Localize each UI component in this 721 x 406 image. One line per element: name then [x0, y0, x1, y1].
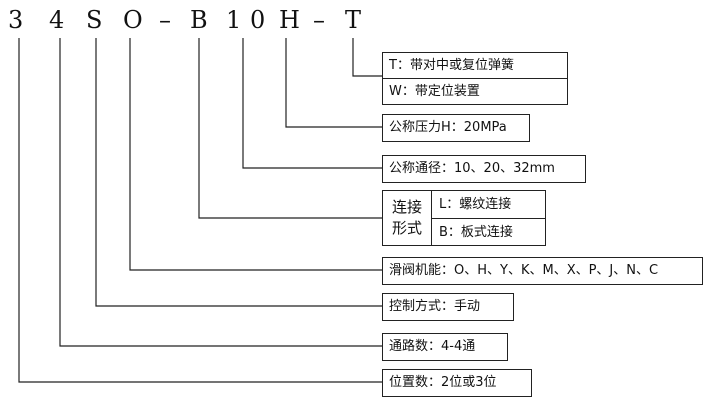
spring-option-w: W：带定位装置 [389, 84, 480, 99]
spring-option-box: T：带对中或复位弹簧 W：带定位装置 [382, 52, 568, 105]
leader-t [352, 38, 382, 77]
leader-b [198, 38, 382, 219]
code-char-t: T [345, 6, 362, 34]
connection-option-l: L：螺纹连接 [431, 191, 545, 219]
code-char-4: 4 [49, 6, 65, 34]
leader-4 [59, 38, 382, 347]
code-dash-2: – [313, 6, 325, 34]
code-char-b: B [190, 6, 208, 34]
pressure-box: 公称压力H：20MPa [382, 114, 530, 142]
code-char-s: S [86, 6, 103, 34]
code-dash-1: – [159, 6, 171, 34]
leader-s [95, 38, 382, 307]
code-char-1: 1 [226, 6, 242, 34]
code-char-3: 3 [8, 6, 24, 34]
spring-option-t: T：带对中或复位弹簧 [383, 53, 567, 79]
diameter-box: 公称通径：10、20、32mm [382, 155, 586, 183]
leader-3 [18, 38, 382, 383]
code-char-0: 0 [250, 6, 266, 34]
model-code: 3 4 S O – B 1 0 H – T [0, 0, 721, 40]
code-char-o: O [123, 6, 143, 34]
leader-o [129, 38, 382, 271]
positions-box: 位置数：2位或3位 [382, 369, 532, 397]
connection-label-line2: 形式 [391, 219, 422, 237]
leader-h [285, 38, 382, 128]
control-box: 控制方式：手动 [382, 293, 514, 321]
leader-10 [242, 38, 382, 169]
spool-function-box: 滑阀机能：O、H、Y、K、M、X、P、J、N、C [382, 257, 703, 285]
connection-label: 连接 形式 [383, 191, 432, 245]
connection-option-b: B：板式连接 [439, 225, 513, 240]
connection-box: 连接 形式 L：螺纹连接 B：板式连接 [382, 190, 546, 246]
connection-label-line1: 连接 [391, 198, 422, 216]
ports-box: 通路数：4-4通 [382, 333, 508, 361]
connection-options: L：螺纹连接 B：板式连接 [431, 191, 545, 245]
code-char-h: H [279, 6, 300, 34]
